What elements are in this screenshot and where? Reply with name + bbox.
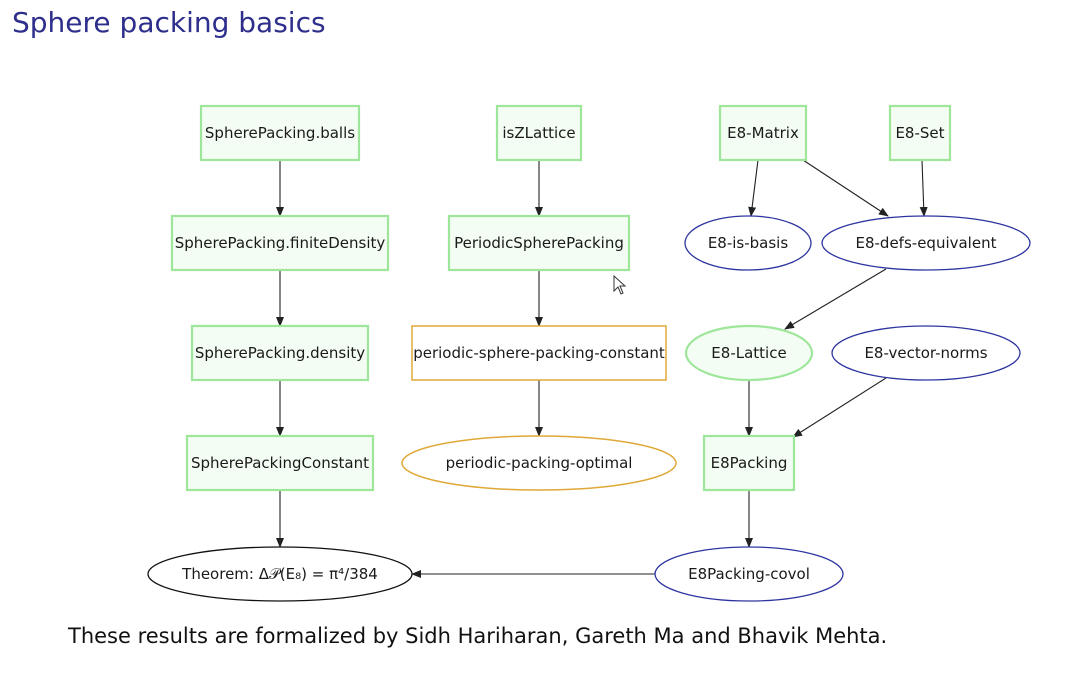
node-e8covol[interactable]: E8Packing-covol: [654, 546, 844, 602]
node-e8basis[interactable]: E8-is-basis: [684, 215, 812, 271]
node-e8norms-label: E8-vector-norms: [864, 344, 987, 362]
node-isZLattice[interactable]: isZLattice: [495, 104, 583, 162]
node-constant-shape: [185, 434, 375, 492]
node-pp_optimal[interactable]: periodic-packing-optimal: [401, 435, 677, 491]
edge-e8set-to-e8defs: [919, 159, 928, 217]
node-balls-shape: [199, 104, 361, 162]
node-pp_optimal-shape: [401, 435, 677, 491]
node-psp_constant-shape: [411, 325, 667, 381]
node-e8lattice[interactable]: E8-Lattice: [684, 324, 814, 382]
node-psp_constant-label: periodic-sphere-packing-constant: [413, 344, 665, 362]
page-title: Sphere packing basics: [12, 6, 326, 39]
node-isZLattice-label: isZLattice: [502, 124, 575, 142]
edge-e8defs-to-e8lattice: [784, 268, 887, 330]
node-e8matrix-shape: [718, 104, 808, 162]
node-isZLattice-shape: [495, 104, 583, 162]
node-e8covol-shape: [654, 546, 844, 602]
node-e8set-label: E8-Set: [895, 124, 944, 142]
node-periodic-label: PeriodicSpherePacking: [454, 234, 624, 252]
node-periodic-shape: [447, 214, 631, 272]
node-e8basis-shape: [684, 215, 812, 271]
mouse-pointer-icon: [613, 275, 627, 295]
node-theorem-label: Theorem: Δ𝒫(E₈) = π⁴/384: [181, 565, 378, 583]
node-e8norms[interactable]: E8-vector-norms: [831, 325, 1021, 381]
node-e8basis-label: E8-is-basis: [708, 234, 789, 252]
node-e8defs-shape: [821, 215, 1031, 271]
node-e8matrix[interactable]: E8-Matrix: [718, 104, 808, 162]
node-e8lattice-label: E8-Lattice: [711, 344, 786, 362]
node-theorem[interactable]: Theorem: Δ𝒫(E₈) = π⁴/384: [147, 546, 413, 602]
node-e8packing[interactable]: E8Packing: [702, 434, 796, 492]
node-e8lattice-shape: [684, 324, 814, 382]
node-constant-label: SpherePackingConstant: [191, 454, 369, 472]
edge-e8matrix-to-e8defs: [802, 159, 889, 217]
edge-e8norms-to-e8packing: [792, 377, 887, 438]
node-psp_constant[interactable]: periodic-sphere-packing-constant: [411, 325, 667, 381]
node-balls[interactable]: SpherePacking.balls: [199, 104, 361, 162]
node-finiteDensity[interactable]: SpherePacking.finiteDensity: [170, 214, 390, 272]
node-e8matrix-label: E8-Matrix: [727, 124, 799, 142]
node-density-shape: [190, 324, 370, 382]
node-pp_optimal-label: periodic-packing-optimal: [446, 454, 633, 472]
node-finiteDensity-label: SpherePacking.finiteDensity: [175, 234, 386, 252]
node-constant[interactable]: SpherePackingConstant: [185, 434, 375, 492]
node-e8defs-label: E8-defs-equivalent: [856, 234, 997, 252]
node-density-label: SpherePacking.density: [195, 344, 365, 362]
node-theorem-shape: [147, 546, 413, 602]
node-e8set[interactable]: E8-Set: [888, 104, 952, 162]
node-e8packing-shape: [702, 434, 796, 492]
node-e8covol-label: E8Packing-covol: [688, 565, 810, 583]
node-balls-label: SpherePacking.balls: [205, 124, 355, 142]
node-density[interactable]: SpherePacking.density: [190, 324, 370, 382]
node-finiteDensity-shape: [170, 214, 390, 272]
node-e8norms-shape: [831, 325, 1021, 381]
node-e8set-shape: [888, 104, 952, 162]
node-e8defs[interactable]: E8-defs-equivalent: [821, 215, 1031, 271]
node-e8packing-label: E8Packing: [711, 454, 788, 472]
edge-e8matrix-to-e8basis: [748, 159, 759, 217]
node-periodic[interactable]: PeriodicSpherePacking: [447, 214, 631, 272]
attribution-text: These results are formalized by Sidh Har…: [68, 624, 888, 648]
